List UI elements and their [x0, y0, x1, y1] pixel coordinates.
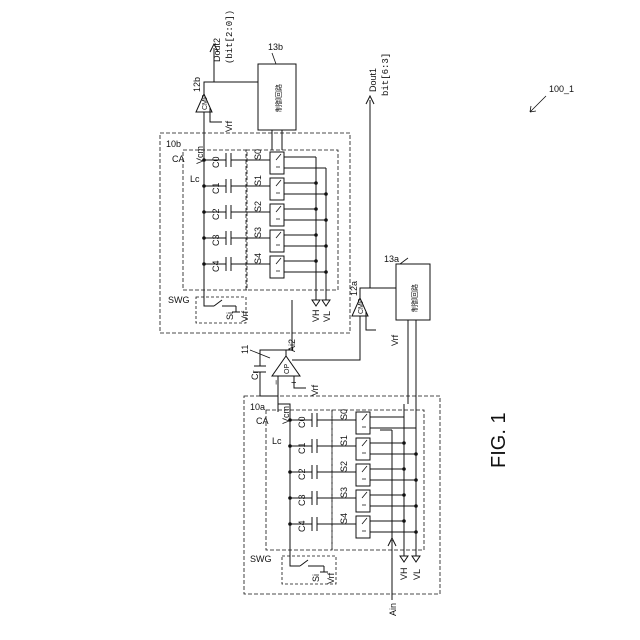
right-cmp-output-wire: [360, 288, 396, 298]
right-cmp-input-wire: [292, 332, 360, 360]
top-cap-label-c1: C1: [211, 182, 221, 194]
bottom-si-label: Si: [311, 574, 321, 582]
right-cmp-vrf-label: Vrf: [390, 334, 400, 346]
right-control-bus: [408, 320, 416, 404]
top-lc-label: Lc: [190, 174, 200, 184]
bottom-ca-label: CA: [256, 416, 269, 426]
bottom-switch-s1: [356, 438, 370, 460]
top-vl-label: VL: [322, 311, 332, 322]
bottom-swg-vrf-ground: [320, 566, 328, 572]
bottom-switch-label-s2: S2: [339, 461, 349, 472]
bottom-switch-label-s3: S3: [339, 487, 349, 498]
top-swg-label: SWG: [168, 295, 190, 305]
op-amp-vrf-label: Vrf: [310, 384, 320, 396]
bottom-switch-s0: [356, 412, 370, 434]
top-switch-s1: [270, 178, 284, 200]
bottom-cap-label-c3: C3: [297, 494, 307, 506]
right-cmp-ref: 12a: [349, 281, 359, 296]
figure-caption: FIG. 1: [488, 412, 510, 468]
top-switches: [270, 152, 284, 278]
bottom-switch-s3: [356, 490, 370, 512]
top-dout-bits: (bit[2:0]): [225, 10, 235, 64]
top-dout-label: Dout2: [212, 38, 222, 62]
right-control-ref: 13a: [384, 254, 399, 264]
top-si-switch: [204, 297, 236, 306]
bottom-swg-vrf-label: Vrf: [326, 572, 336, 584]
bottom-lc-label: Lc: [272, 436, 282, 446]
bottom-switch-label-s0: S0: [339, 409, 349, 420]
top-cap-label-c2: C2: [211, 208, 221, 220]
op-amp-label: OP: [284, 364, 291, 374]
bottom-vh-vl-buses: [370, 404, 420, 562]
figure-ref-arrow: [530, 96, 546, 112]
block-10b-ref: 10b: [166, 139, 181, 149]
bottom-cap-label-c2: C2: [297, 468, 307, 480]
bottom-switch-s2: [356, 464, 370, 486]
bottom-ain-label: Ain: [388, 603, 398, 616]
top-cap-label-c0: C0: [211, 156, 221, 168]
top-switch-s4: [270, 256, 284, 278]
bottom-cap-label-c0: C0: [297, 416, 307, 428]
bottom-switch-label-s1: S1: [339, 435, 349, 446]
top-control-ref: 13b: [268, 42, 283, 52]
right-dout-arrow: [366, 96, 374, 288]
top-vh-label: VH: [311, 309, 321, 322]
bottom-cap-label-c4: C4: [297, 520, 307, 532]
bottom-switch-label-s4: S4: [339, 513, 349, 524]
top-control-ref-leader: [272, 53, 276, 64]
op-amp-cr-label: Cr: [250, 371, 260, 381]
top-cmp-output-wire: [204, 82, 258, 94]
top-cap-label-c3: C3: [211, 234, 221, 246]
top-switch-label-s3: S3: [253, 227, 263, 238]
top-control-label: 制御回路: [274, 84, 283, 112]
bottom-switches: [356, 412, 370, 538]
bottom-ain-arrow: [388, 538, 396, 600]
op-amp-minus: −: [271, 380, 281, 385]
top-cmp-vrf-wire: [210, 108, 222, 122]
top-cmp-ref: 12b: [192, 77, 202, 92]
right-dout-bits: bit[6:3]: [381, 53, 391, 96]
block-10a-ref: 10a: [250, 402, 265, 412]
top-switch-s0: [270, 152, 284, 174]
bottom-cap-label-c1: C1: [297, 442, 307, 454]
right-dout-label: Dout1: [368, 68, 378, 92]
bottom-si-switch: [290, 558, 324, 566]
top-cap-label-c4: C4: [211, 260, 221, 272]
bottom-swg-label: SWG: [250, 554, 272, 564]
top-swg-vrf-label: Vrf: [240, 310, 250, 322]
top-switch-s2: [270, 204, 284, 226]
right-control-label: 制御回路: [410, 284, 419, 312]
top-cmp-vrf-label: Vrf: [224, 120, 234, 132]
top-switch-label-s2: S2: [253, 201, 263, 212]
top-cmp-label: CMP: [202, 94, 209, 110]
bottom-vh-label: VH: [399, 567, 409, 580]
top-si-label: Si: [225, 312, 235, 320]
bottom-switch-s4: [356, 516, 370, 538]
right-cmp-label: CMP: [358, 298, 365, 314]
top-switch-s3: [270, 230, 284, 252]
op-amp-ref: 11: [240, 345, 250, 354]
top-swg-vrf-ground: [232, 306, 240, 312]
top-switch-label-s1: S1: [253, 175, 263, 186]
top-vh-vl-buses: [284, 157, 330, 306]
top-switch-label-s0: S0: [253, 149, 263, 160]
figure-ref-label: 100_1: [549, 84, 574, 94]
bottom-vl-label: VL: [412, 569, 422, 580]
top-switch-label-s4: S4: [253, 253, 263, 264]
